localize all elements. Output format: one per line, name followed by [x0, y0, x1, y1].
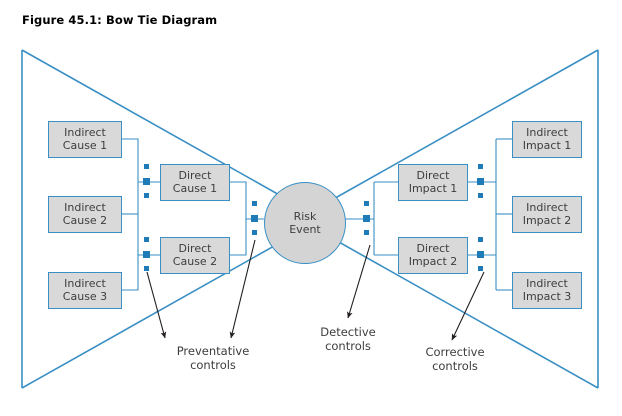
control-marker	[478, 237, 483, 242]
control-marker	[252, 230, 257, 235]
node-direct-impact-1[interactable]: Direct Impact 1	[398, 164, 468, 201]
control-marker	[478, 164, 483, 169]
node-label-line2: Impact 1	[522, 138, 572, 152]
node-label-line2: Impact 2	[522, 213, 572, 227]
control-label-line2: controls	[325, 339, 371, 354]
control-label-line1: Preventative	[176, 344, 250, 358]
control-label-line1: Detective	[320, 325, 376, 339]
node-label-line2: Cause 3	[62, 289, 108, 303]
node-label-line1: Indirect	[64, 276, 106, 290]
node-label-line2: Impact 1	[408, 181, 458, 195]
control-marker	[364, 201, 369, 206]
node-indirect-impact-2[interactable]: Indirect Impact 2	[512, 196, 582, 233]
control-marker	[143, 178, 150, 185]
bowtie-right-top-edge	[297, 49, 599, 220]
control-marker	[144, 237, 149, 242]
risk-event-label-line2: Event	[289, 223, 321, 236]
bowtie-right-bottom-edge	[297, 218, 599, 389]
node-direct-impact-2[interactable]: Direct Impact 2	[398, 237, 468, 274]
node-indirect-cause-2[interactable]: Indirect Cause 2	[48, 196, 122, 233]
cause-connectors	[122, 138, 264, 291]
arrow-to-corrective	[451, 271, 485, 341]
node-indirect-impact-3[interactable]: Indirect Impact 3	[512, 272, 582, 309]
node-label-line2: Cause 1	[172, 181, 218, 195]
node-label-line1: Direct	[178, 168, 212, 182]
control-label-line2: controls	[190, 358, 236, 373]
bowtie-left-top-edge	[21, 49, 323, 220]
node-label-line1: Indirect	[64, 200, 106, 214]
node-label-line2: Impact 2	[408, 254, 458, 268]
node-label-line2: Cause 2	[172, 254, 218, 268]
label-corrective-controls: Corrective controls	[409, 345, 501, 373]
label-preventative-controls: Preventative controls	[158, 344, 268, 372]
arrow-to-preventative-a	[146, 271, 167, 339]
control-marker	[478, 266, 483, 271]
control-marker	[251, 215, 258, 222]
arrow-to-detective	[347, 244, 371, 319]
control-marker	[477, 251, 484, 258]
connector-indirect3-direct2	[122, 255, 139, 291]
node-label-line2: Cause 1	[62, 138, 108, 152]
node-label-line1: Indirect	[526, 200, 568, 214]
risk-event-label-line1: Risk	[293, 209, 317, 223]
control-marker	[144, 164, 149, 169]
node-label-line2: Cause 2	[62, 213, 108, 227]
node-label-line1: Direct	[416, 168, 450, 182]
connector-direct1-merge	[230, 181, 247, 219]
connector-indirect1-direct1	[122, 138, 139, 182]
control-marker	[477, 178, 484, 185]
control-annotation-arrows	[146, 239, 485, 341]
node-label-line1: Direct	[416, 241, 450, 255]
node-direct-cause-2[interactable]: Direct Cause 2	[160, 237, 230, 274]
control-marker	[144, 266, 149, 271]
node-label-line1: Indirect	[526, 125, 568, 139]
node-indirect-cause-1[interactable]: Indirect Cause 1	[48, 121, 122, 158]
arrow-to-preventative-b	[229, 239, 256, 339]
label-detective-controls: Detective controls	[305, 325, 391, 353]
page-title: Figure 45.1: Bow Tie Diagram	[22, 13, 218, 27]
node-label-line1: Indirect	[64, 125, 106, 139]
node-indirect-impact-1[interactable]: Indirect Impact 1	[512, 121, 582, 158]
control-marker	[144, 193, 149, 198]
node-indirect-cause-3[interactable]: Indirect Cause 3	[48, 272, 122, 309]
control-label-line2: controls	[432, 359, 478, 374]
control-marker	[478, 193, 483, 198]
control-label-line1: Corrective	[425, 345, 485, 359]
node-label-line2: Impact 3	[522, 289, 572, 303]
connector-direct2-merge	[230, 219, 247, 256]
control-marker	[364, 230, 369, 235]
node-direct-cause-1[interactable]: Direct Cause 1	[160, 164, 230, 201]
control-marker	[363, 215, 370, 222]
node-risk-event[interactable]: Risk Event	[264, 182, 346, 264]
node-label-line1: Indirect	[526, 276, 568, 290]
node-label-line1: Direct	[178, 241, 212, 255]
control-marker	[252, 201, 257, 206]
control-marker	[143, 251, 150, 258]
control-point-markers	[143, 164, 484, 271]
